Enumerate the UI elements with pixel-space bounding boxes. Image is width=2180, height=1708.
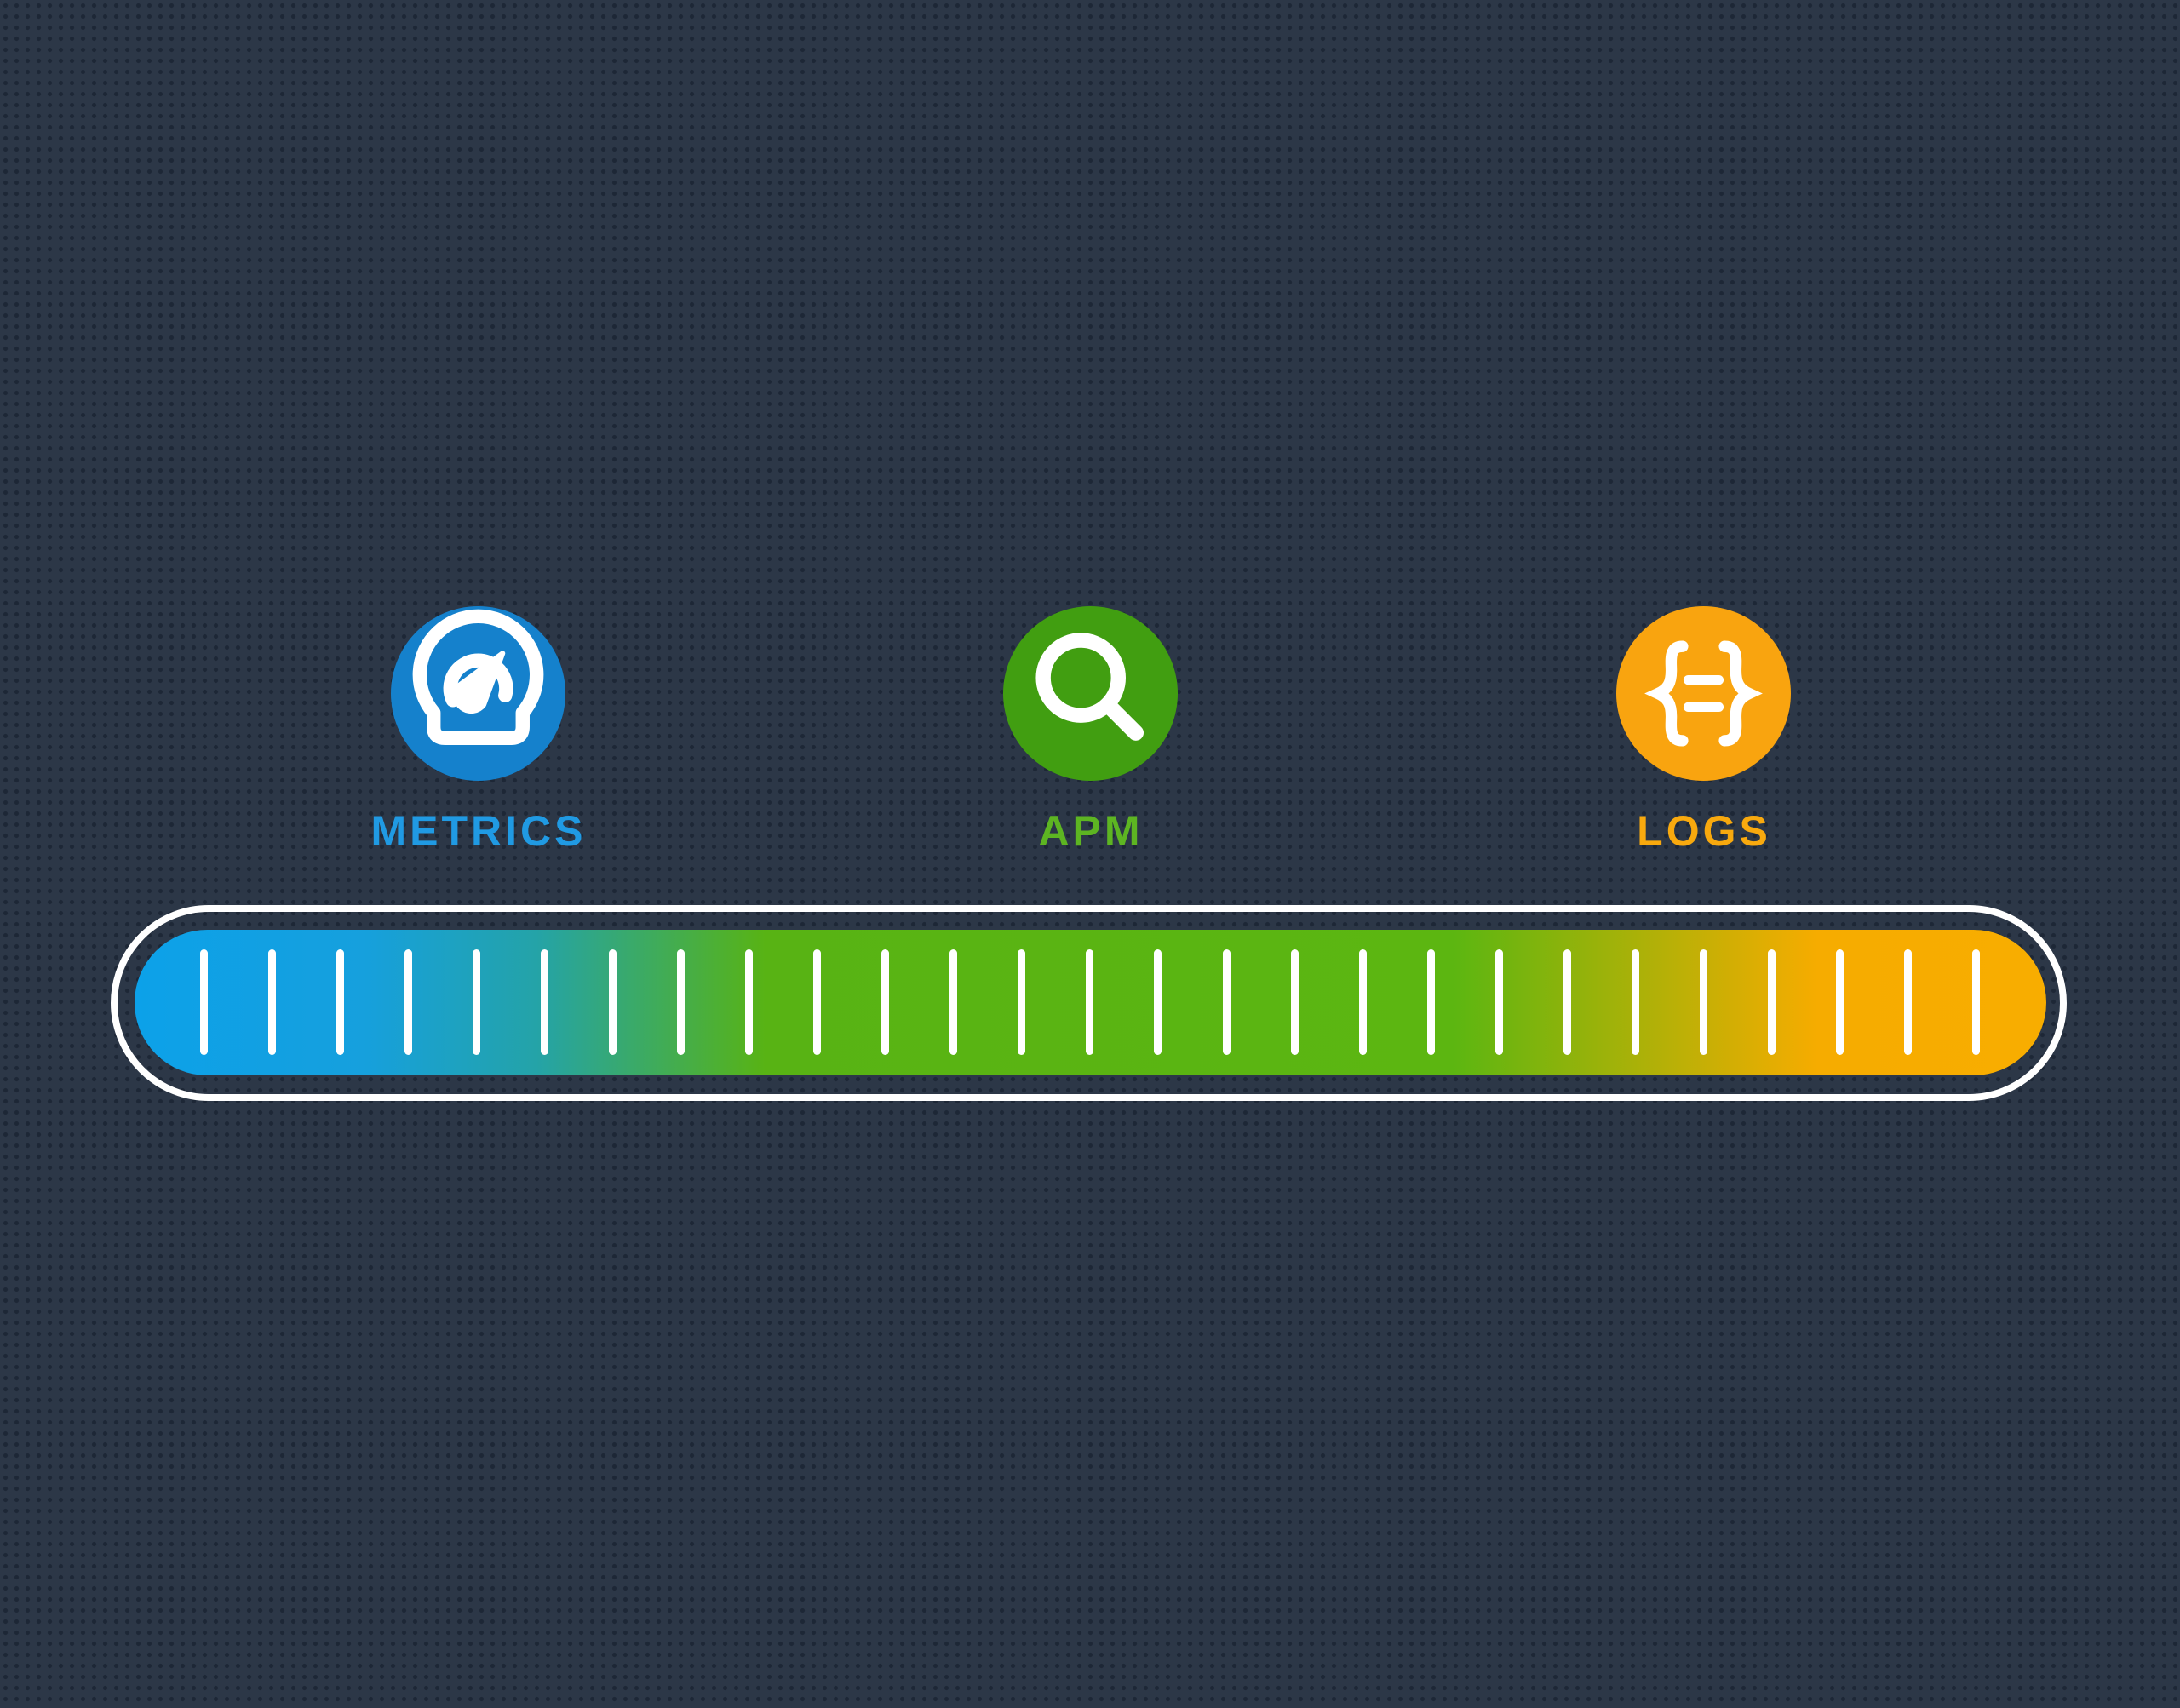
scale-bar-gradient — [135, 930, 2046, 1075]
scale-tick — [813, 949, 822, 1055]
scale-tick — [745, 949, 754, 1055]
scale-tick — [336, 949, 344, 1055]
logs-label: LOGS — [1637, 807, 1771, 855]
scale-tick — [1836, 949, 1844, 1055]
scale-tick — [949, 949, 958, 1055]
metrics-circle — [391, 606, 565, 781]
scale-tick — [1631, 949, 1639, 1055]
scale-tick — [676, 949, 685, 1055]
scale-tick — [1358, 949, 1367, 1055]
scale-tick — [1018, 949, 1026, 1055]
scale-tick — [881, 949, 890, 1055]
scale-tick — [267, 949, 276, 1055]
apm-circle — [1003, 606, 1178, 781]
magnifier-icon — [1036, 633, 1144, 741]
gauge-icon — [412, 609, 544, 745]
curly-braces-equals-icon — [1644, 640, 1763, 747]
scale-tick — [1904, 949, 1913, 1055]
metrics-label: METRICS — [370, 807, 587, 855]
scale-tick — [1494, 949, 1503, 1055]
logs-circle — [1616, 606, 1791, 781]
scale-tick — [540, 949, 548, 1055]
scale-tick — [1563, 949, 1571, 1055]
scale-tick — [1086, 949, 1094, 1055]
scale-tick — [608, 949, 617, 1055]
scale-tick — [1426, 949, 1435, 1055]
scale-tick — [199, 949, 208, 1055]
scale-tick — [1154, 949, 1162, 1055]
scale-tick — [1768, 949, 1776, 1055]
scale-tick — [1290, 949, 1299, 1055]
scale-tick — [1700, 949, 1708, 1055]
apm-label: APM — [1038, 807, 1144, 855]
scale-bar-outline — [111, 905, 2067, 1101]
scale-tick — [1972, 949, 1981, 1055]
scale-tick — [404, 949, 412, 1055]
scale-tick — [472, 949, 480, 1055]
scale-tick — [1222, 949, 1231, 1055]
